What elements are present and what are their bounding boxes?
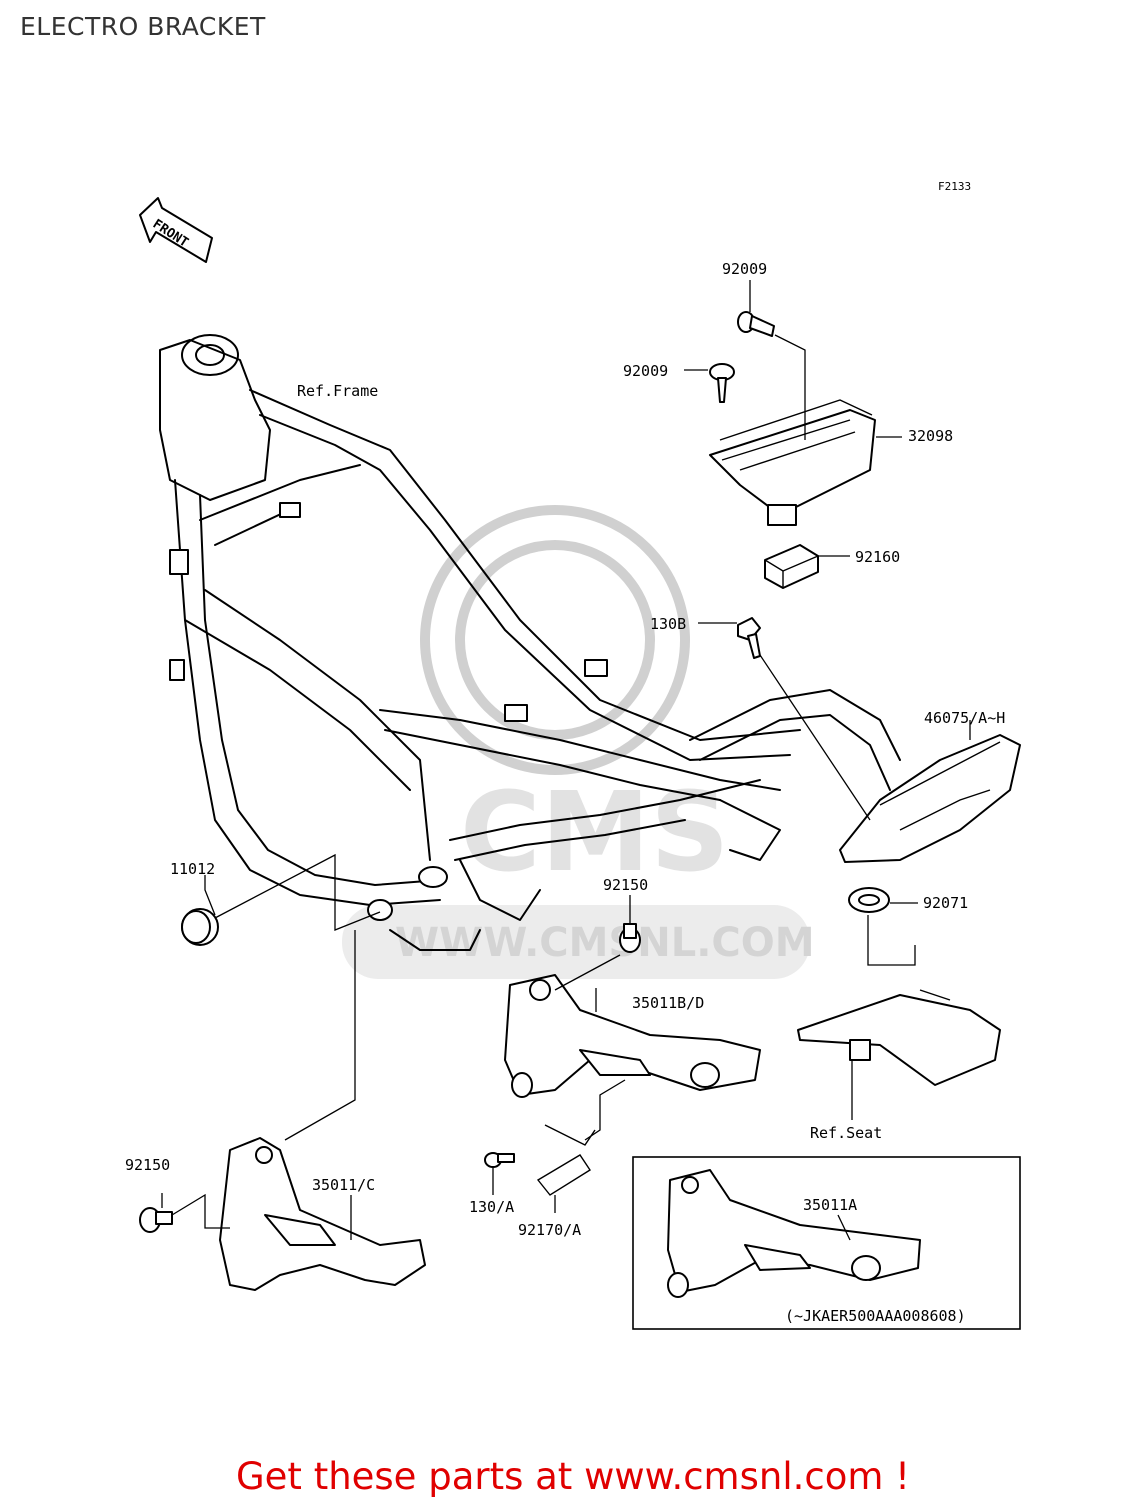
callout-130b: 130B [650, 615, 686, 633]
front-arrow-icon: FRONT [139, 197, 213, 263]
pad-92160 [764, 544, 819, 589]
cover-46075 [839, 734, 1021, 863]
footrest-bracket-35011bd [504, 974, 761, 1098]
serial-note: (~JKAER500AAA008608) [785, 1307, 966, 1325]
callout-92150-left: 92150 [125, 1156, 170, 1174]
callout-130a: 130/A [469, 1198, 514, 1216]
bolt-130b [737, 617, 761, 659]
callout-92009-lower: 92009 [623, 362, 668, 380]
bolt-130a [484, 1152, 515, 1168]
footrest-bracket-35011c [219, 1137, 426, 1291]
callout-35011c: 35011/C [312, 1176, 375, 1194]
ref-frame-label: Ref.Frame [297, 382, 378, 400]
watermark-logo-text: CMS [460, 768, 729, 896]
callout-92150-center: 92150 [603, 876, 648, 894]
callout-92071: 92071 [923, 894, 968, 912]
watermark-url: WWW.CMSNL.COM [395, 920, 815, 966]
motorcycle-frame [159, 334, 901, 951]
callout-92009-upper: 92009 [722, 260, 767, 278]
callout-92160: 92160 [855, 548, 900, 566]
leader-lines [161, 280, 971, 1241]
callout-11012: 11012 [170, 860, 215, 878]
cmsnl-watermark: CMS WWW.CMSNL.COM [342, 505, 815, 979]
callout-92170a: 92170/A [518, 1221, 581, 1239]
seat-bracket [797, 989, 1001, 1086]
cap-11012 [181, 908, 219, 946]
screw-92009-lower [709, 363, 735, 403]
ref-seat-label: Ref.Seat [810, 1124, 882, 1142]
clamp-92170a [536, 1124, 596, 1196]
callout-32098: 32098 [908, 427, 953, 445]
bolt-92150-center [619, 923, 641, 953]
callout-46075: 46075/A~H [924, 709, 1005, 727]
page-title: ELECTRO BRACKET [20, 12, 266, 41]
promo-link[interactable]: Get these parts at www.cmsnl.com ! [235, 1455, 910, 1498]
bolt-92009-upper [737, 311, 775, 337]
grommet-92071 [848, 887, 890, 913]
bolt-92150-left [139, 1207, 173, 1233]
figure-code: F2133 [938, 180, 971, 193]
callout-35011bd: 35011B/D [632, 994, 704, 1012]
callout-35011a: 35011A [803, 1196, 857, 1214]
electrical-case-32098 [709, 399, 876, 526]
inset-box [632, 1156, 1021, 1330]
